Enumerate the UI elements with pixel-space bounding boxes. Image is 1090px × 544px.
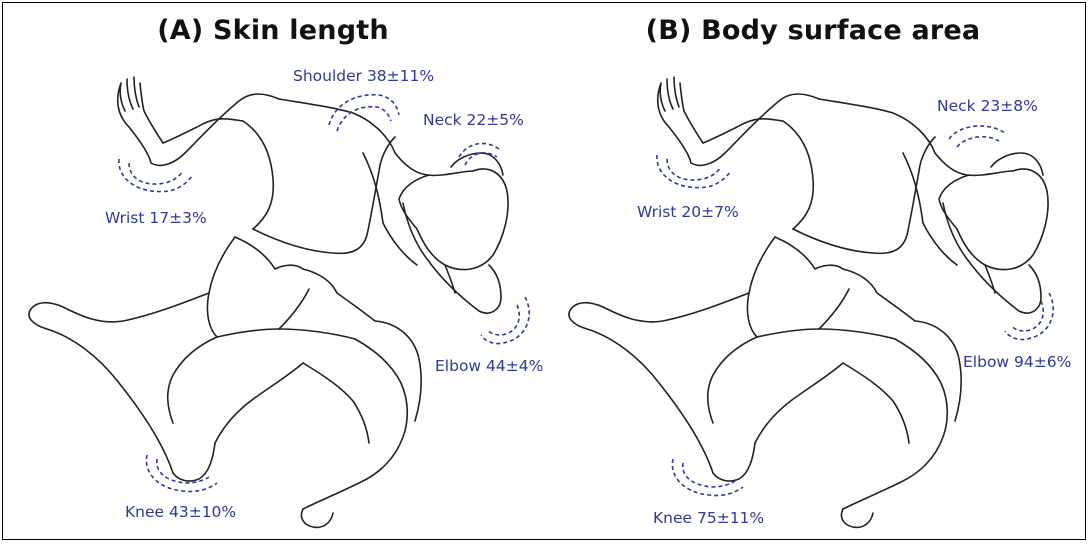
panel-a: (A) Skin length (3, 3, 543, 541)
label-neck-b: Neck 23±8% (937, 97, 1038, 115)
label-knee-b: Knee 75±11% (653, 509, 764, 527)
label-elbow-a: Elbow 44±4% (435, 357, 543, 375)
label-wrist-b: Wrist 20±7% (637, 203, 739, 221)
neck-arc-a (455, 135, 505, 175)
shoulder-arc (321, 85, 401, 135)
neck-arc-b (943, 119, 1013, 159)
label-knee-a: Knee 43±10% (125, 503, 236, 521)
label-neck-a: Neck 22±5% (423, 111, 524, 129)
label-wrist-a: Wrist 17±3% (105, 209, 207, 227)
elbow-arc-b (1001, 289, 1061, 349)
runner-figure-a (3, 3, 543, 541)
label-elbow-b: Elbow 94±6% (963, 353, 1071, 371)
label-shoulder-a: Shoulder 38±11% (293, 67, 434, 85)
knee-arc-a (141, 451, 221, 501)
knee-arc-b (667, 455, 747, 505)
runner-figure-b (543, 3, 1083, 541)
elbow-arc-a (477, 293, 537, 353)
wrist-arc-b (651, 149, 741, 199)
wrist-arc-a (113, 153, 203, 203)
panel-b: (B) Body surface area (543, 3, 1083, 541)
